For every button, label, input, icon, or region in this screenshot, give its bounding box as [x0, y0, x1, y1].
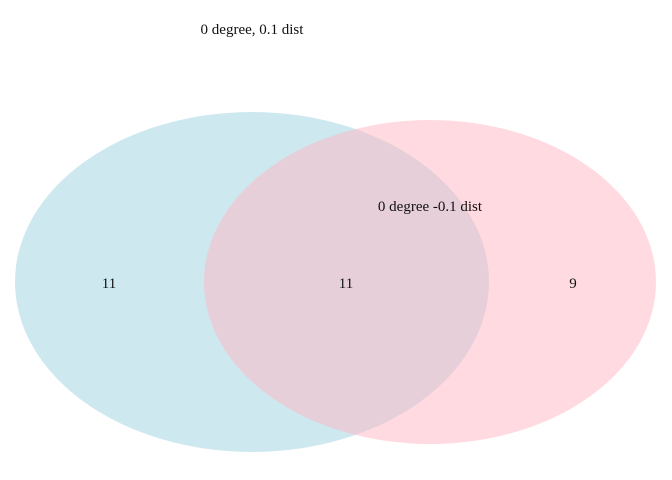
- intersection-count: 11: [339, 276, 353, 292]
- set-b-ellipse: [204, 120, 656, 444]
- set-a-only-count: 11: [102, 276, 116, 292]
- set-a-label: 0 degree, 0.1 dist: [201, 22, 305, 38]
- set-b-label: 0 degree -0.1 dist: [378, 199, 483, 215]
- set-b-only-count: 9: [569, 276, 577, 292]
